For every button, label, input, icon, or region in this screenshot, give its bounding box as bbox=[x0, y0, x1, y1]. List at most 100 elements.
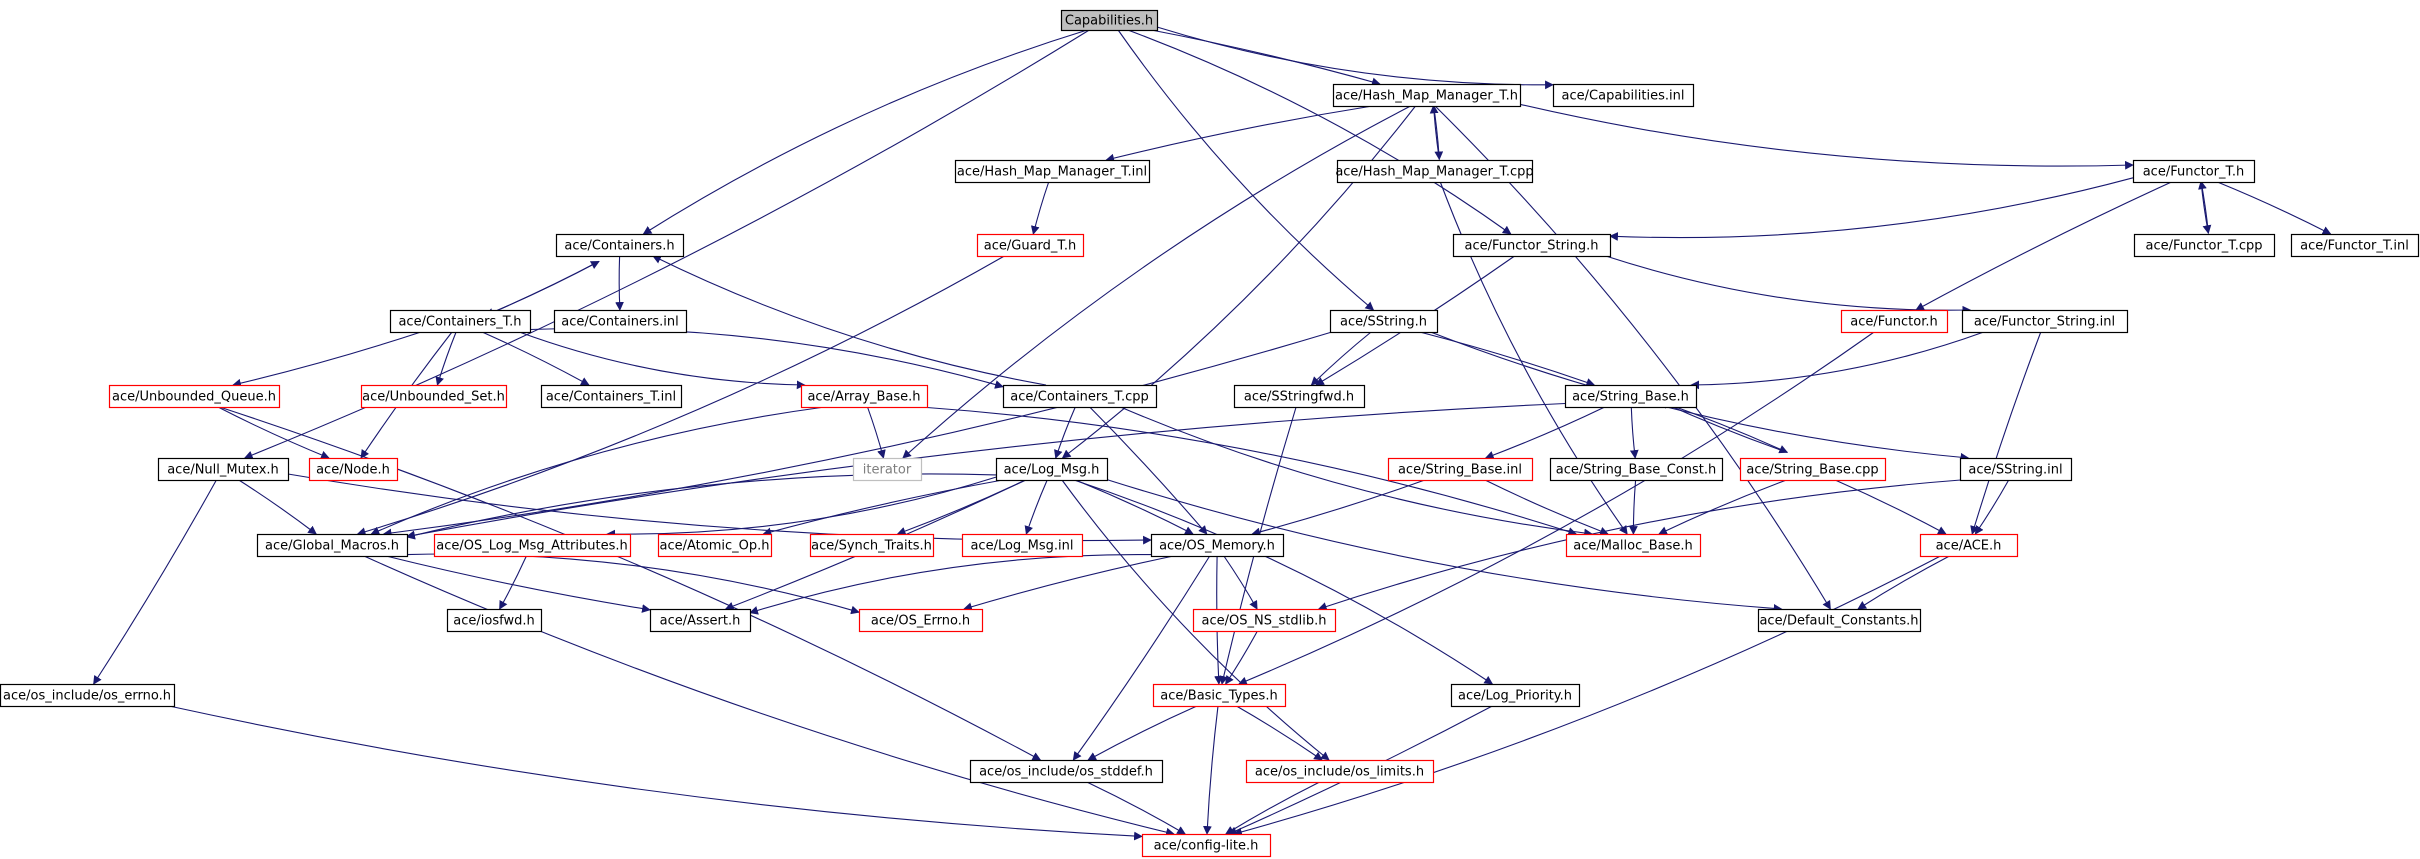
node-box bbox=[800, 384, 929, 409]
edge-functor_t_h-to-functor_string_h bbox=[1609, 177, 2134, 241]
node-string-base-inl[interactable]: ace/String_Base.inl bbox=[1387, 457, 1534, 482]
node-label: ace/Containers_T.cpp bbox=[1010, 390, 1148, 405]
node-sstring-inl[interactable]: ace/SString.inl bbox=[1959, 457, 2073, 482]
node-containers-t-inl[interactable]: ace/Containers_T.inl bbox=[540, 384, 683, 409]
node-ace-h[interactable]: ace/ACE.h bbox=[1919, 533, 2019, 558]
edge-containers_t_h-to-containers_t_inl bbox=[481, 331, 590, 386]
node-box bbox=[1961, 309, 2129, 334]
node-default-constants[interactable]: ace/Default_Constants.h bbox=[1757, 608, 1922, 633]
node-containers-t-cpp[interactable]: ace/Containers_T.cpp bbox=[1002, 384, 1158, 409]
node-os-limits[interactable]: ace/os_include/os_limits.h bbox=[1245, 759, 1435, 784]
node-label: ace/config-lite.h bbox=[1154, 839, 1259, 854]
edge-cap_h-to-containers_h bbox=[642, 29, 1088, 235]
node-box bbox=[540, 384, 683, 409]
edge-null_mutex-to-os_include_errno bbox=[93, 479, 217, 685]
node-config-lite[interactable]: ace/config-lite.h bbox=[1141, 833, 1272, 858]
node-malloc-base[interactable]: ace/Malloc_Base.h bbox=[1565, 533, 1702, 558]
edge-os_memory-to-os_stddef bbox=[1072, 555, 1211, 761]
node-cap-inl[interactable]: ace/Capabilities.inl bbox=[1552, 83, 1695, 108]
node-os-log-msg-attr[interactable]: ace/OS_Log_Msg_Attributes.h bbox=[433, 533, 632, 558]
edge-functor_string_inl-to-ace_h bbox=[1970, 331, 2042, 535]
node-global-macros[interactable]: ace/Global_Macros.h bbox=[256, 533, 409, 558]
node-box bbox=[553, 309, 688, 334]
edge-hmm_cpp-to-malloc_base bbox=[1439, 181, 1628, 535]
node-label: ace/Unbounded_Queue.h bbox=[112, 390, 276, 405]
node-sstring-h[interactable]: ace/SString.h bbox=[1329, 309, 1439, 334]
node-unbounded-queue[interactable]: ace/Unbounded_Queue.h bbox=[108, 384, 281, 409]
node-node-h[interactable]: ace/Node.h bbox=[308, 457, 399, 482]
node-os-memory[interactable]: ace/OS_Memory.h bbox=[1150, 533, 1285, 558]
node-iosfwd[interactable]: ace/iosfwd.h bbox=[446, 608, 543, 633]
node-guard[interactable]: ace/Guard_T.h bbox=[976, 233, 1085, 258]
node-label: ace/Malloc_Base.h bbox=[1573, 539, 1693, 554]
node-containers-t-h[interactable]: ace/Containers_T.h bbox=[389, 309, 532, 334]
node-label: ace/Atomic_Op.h bbox=[660, 539, 770, 554]
edge-string_base_cpp-to-ace_h bbox=[1834, 479, 1947, 535]
edge-containers_t_cpp-to-malloc_base bbox=[1120, 406, 1593, 538]
edge-os_memory-to-os_ns_stdlib bbox=[1223, 555, 1258, 610]
node-label: iterator bbox=[863, 463, 912, 478]
node-unbounded-set[interactable]: ace/Unbounded_Set.h bbox=[360, 384, 508, 409]
node-os-stddef[interactable]: ace/os_include/os_stddef.h bbox=[969, 759, 1164, 784]
node-box bbox=[256, 533, 409, 558]
edge-containers_h-to-containers_inl bbox=[615, 255, 624, 311]
node-array-base[interactable]: ace/Array_Base.h bbox=[800, 384, 929, 409]
node-log-msg-inl[interactable]: ace/Log_Msg.inl bbox=[961, 533, 1084, 558]
node-string-base-cpp[interactable]: ace/String_Base.cpp bbox=[1739, 457, 1887, 482]
node-box bbox=[1336, 159, 1534, 184]
node-label: ace/Capabilities.inl bbox=[1562, 89, 1685, 104]
node-null-mutex[interactable]: ace/Null_Mutex.h bbox=[157, 457, 290, 482]
edge-log_msg-to-os_log_msg_attr bbox=[606, 476, 997, 539]
edges-layer bbox=[93, 26, 2332, 841]
node-synch-traits[interactable]: ace/Synch_Traits.h bbox=[809, 533, 935, 558]
nodes-layer: Capabilities.h ace/Capabilities.inl ace/Ha… bbox=[0, 9, 2420, 858]
node-functor-string-inl[interactable]: ace/Functor_String.inl bbox=[1961, 309, 2129, 334]
node-containers-h[interactable]: ace/Containers.h bbox=[555, 233, 685, 258]
edge-string_base_inl-to-malloc_base bbox=[1484, 479, 1609, 536]
node-box bbox=[2290, 233, 2420, 258]
node-os-errno-ace[interactable]: ace/OS_Errno.h bbox=[858, 608, 984, 633]
node-label: ace/Hash_Map_Manager_T.cpp bbox=[1335, 165, 1533, 180]
node-label: ace/Containers.h bbox=[564, 239, 674, 254]
edge-containers_t_h-to-array_base bbox=[519, 331, 806, 390]
node-hmm-inl[interactable]: ace/Hash_Map_Manager_T.inl bbox=[954, 159, 1151, 184]
edge-array_base-to-iterator bbox=[866, 406, 886, 459]
edge-containers_t_h-to-unbounded_queue bbox=[232, 331, 422, 388]
node-hmm-h[interactable]: ace/Hash_Map_Manager_T.h bbox=[1332, 83, 1522, 108]
edge-basic_types-to-os_stddef bbox=[1087, 705, 1198, 761]
node-string-base-const[interactable]: ace/String_Base_Const.h bbox=[1549, 457, 1724, 482]
node-label: ace/String_Base.inl bbox=[1398, 463, 1522, 478]
node-os-include-errno[interactable]: ace/os_include/os_errno.h bbox=[0, 683, 176, 708]
node-label: Capabilities.h bbox=[1065, 14, 1153, 29]
node-string-base-h[interactable]: ace/String_Base.h bbox=[1564, 384, 1698, 409]
edge-hmm_h-to-log_msg bbox=[1061, 105, 1416, 459]
node-functor-t-cpp[interactable]: ace/Functor_T.cpp bbox=[2133, 233, 2276, 258]
node-box bbox=[555, 233, 685, 258]
node-os-ns-stdlib[interactable]: ace/OS_NS_stdlib.h bbox=[1192, 608, 1337, 633]
node-functor-t-inl[interactable]: ace/Functor_T.inl bbox=[2290, 233, 2420, 258]
node-label: ace/String_Base.cpp bbox=[1746, 463, 1878, 478]
node-basic-types[interactable]: ace/Basic_Types.h bbox=[1152, 683, 1287, 708]
edge-containers_h-to-containers_t_h bbox=[484, 260, 600, 317]
edge-functor_string_h-to-functor_string_inl bbox=[1605, 255, 1972, 315]
edge-string_base_cpp-to-string_base_h bbox=[1659, 400, 1788, 453]
node-functor-string-h[interactable]: ace/Functor_String.h bbox=[1452, 233, 1612, 258]
node-functor-t-h[interactable]: ace/Functor_T.h bbox=[2132, 159, 2256, 184]
node-label: ace/os_include/os_limits.h bbox=[1255, 765, 1424, 780]
node-box bbox=[1564, 384, 1698, 409]
node-log-msg[interactable]: ace/Log_Msg.h bbox=[995, 457, 1109, 482]
node-cap-h[interactable]: Capabilities.h bbox=[1060, 9, 1159, 32]
edge-os_ns_stdlib-to-basic_types bbox=[1225, 630, 1258, 685]
node-log-priority[interactable]: ace/Log_Priority.h bbox=[1450, 683, 1581, 708]
node-assert-h[interactable]: ace/Assert.h bbox=[649, 608, 752, 633]
node-label: ace/Containers_T.inl bbox=[546, 390, 676, 405]
node-label: ace/Basic_Types.h bbox=[1160, 689, 1277, 704]
edge-string_base_cpp-to-malloc_base bbox=[1658, 479, 1787, 535]
node-atomic-op[interactable]: ace/Atomic_Op.h bbox=[657, 533, 773, 558]
node-label: ace/String_Base_Const.h bbox=[1556, 463, 1716, 478]
node-box bbox=[1452, 233, 1612, 258]
node-functor-h[interactable]: ace/Functor.h bbox=[1840, 309, 1949, 334]
node-containers-inl[interactable]: ace/Containers.inl bbox=[553, 309, 688, 334]
node-hmm-cpp[interactable]: ace/Hash_Map_Manager_T.cpp bbox=[1335, 159, 1534, 184]
node-sstringfwd[interactable]: ace/SStringfwd.h bbox=[1233, 384, 1366, 409]
